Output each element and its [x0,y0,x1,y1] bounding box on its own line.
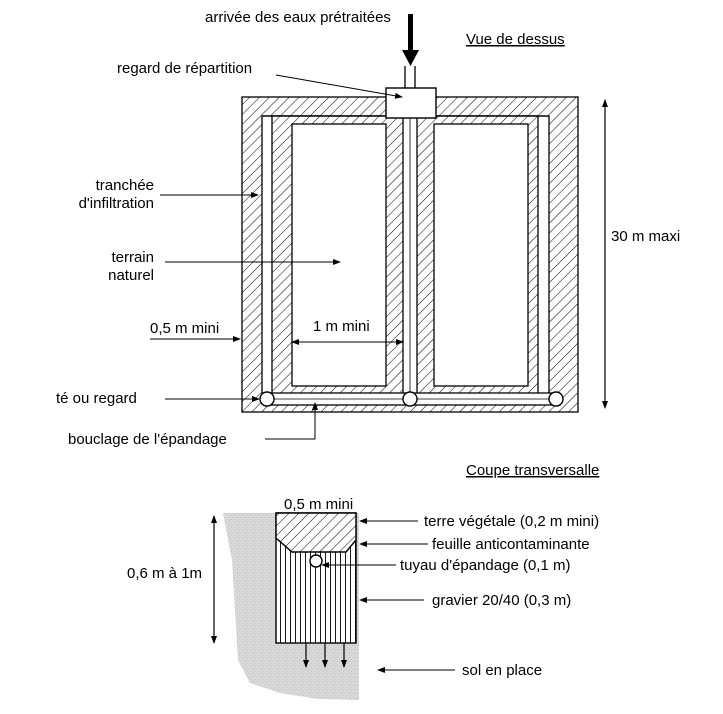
native-soil-right-edge [356,513,359,700]
trench-label-line1: tranchée [96,177,154,194]
tee-right [548,391,564,407]
left-ground-zone [291,123,387,387]
loop-leader [265,402,318,440]
one-meter-label: 1 m mini [313,318,370,335]
top-view: arrivée des eaux prétraitées Vue de dess… [56,9,680,448]
tee-label: té ou regard [56,390,137,407]
distribution-box-label: regard de répartition [117,60,252,77]
cross-section: Coupe transversalle 0,5 m mini 0,6 m à 1… [127,462,599,700]
distribution-pipe [309,554,323,568]
tee-center [402,391,418,407]
pipe-label: tuyau d'épandage (0,1 m) [400,557,570,574]
inlet-arrow-shaft [408,14,413,52]
loop-label: bouclage de l'épandage [68,431,227,448]
trench-label-line2: d'infiltration [79,195,154,212]
cross-section-title: Coupe transversalle [466,462,599,479]
inlet-label: arrivée des eaux prétraitées [205,9,391,26]
gravel-label: gravier 20/40 (0,3 m) [432,592,571,609]
trench-width-label: 0,5 m mini [284,496,353,513]
right-ground-zone [433,123,529,387]
topsoil-layer [275,512,357,553]
half-meter-label: 0,5 m mini [150,320,219,337]
topsoil-label: terre végétale (0,2 m mini) [424,513,599,530]
top-view-title: Vue de dessus [466,31,565,48]
geotextile-label: feuille anticontaminante [432,536,590,553]
native-soil-label: sol en place [462,662,542,679]
ground-label-line2: naturel [108,267,154,284]
distribution-box [385,87,437,119]
ground-label-line1: terrain [111,249,154,266]
native-soil [223,513,356,700]
depth-label: 0,6 m à 1m [127,565,202,582]
max-length-label: 30 m maxi [611,228,680,245]
inlet-arrow-icon [402,50,419,66]
distribution-box-leader [275,74,403,99]
tee-left [259,391,275,407]
